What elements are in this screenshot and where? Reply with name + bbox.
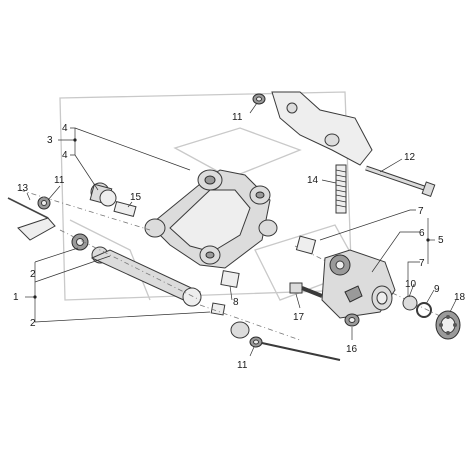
callout-17: 17	[293, 312, 305, 323]
callout-8: 8	[233, 297, 239, 308]
bearing-18	[435, 310, 461, 340]
callout-4-upper: 4	[62, 123, 68, 134]
bracket-dots	[33, 138, 430, 299]
pin-15	[113, 200, 137, 218]
callout-2-lower: 2	[30, 318, 36, 329]
shock-mount-6	[321, 249, 396, 319]
bushing-7	[295, 235, 418, 311]
callout-1: 1	[13, 292, 19, 303]
callout-14: 14	[307, 175, 319, 186]
callout-10: 10	[405, 279, 417, 290]
callout-4-lower: 4	[62, 150, 68, 161]
bushing-4	[89, 182, 117, 207]
nut-11-left	[37, 196, 51, 210]
callout-2-upper: 2	[30, 269, 36, 280]
callout-15: 15	[130, 192, 142, 203]
callout-9: 9	[434, 284, 440, 295]
leader-lines	[25, 102, 457, 357]
bushing-8-area	[210, 270, 250, 339]
ring-9	[416, 302, 432, 318]
nut-16	[344, 313, 360, 327]
nut-11-top	[252, 93, 266, 105]
spring-14	[335, 164, 347, 214]
callout-7-upper: 7	[418, 206, 424, 217]
callout-16: 16	[346, 344, 358, 355]
callout-11-left: 11	[54, 175, 65, 186]
callout-13: 13	[17, 183, 29, 194]
callout-11-top: 11	[232, 112, 243, 123]
lower-rod	[261, 342, 341, 361]
bolt-17	[289, 282, 323, 298]
callout-6: 6	[419, 228, 425, 239]
long-bolt-12	[365, 165, 436, 197]
callout-12: 12	[404, 152, 416, 163]
bracket-13	[7, 197, 56, 241]
main-shaft-1	[90, 249, 202, 307]
frame-bracket	[271, 91, 373, 166]
callout-labels: 11 12 4 3 4 13 11 15 14 7 6 5 7 2 1 2 8 …	[13, 112, 466, 371]
callout-7-lower: 7	[419, 258, 425, 269]
swing-arm-link	[144, 169, 278, 269]
nut-11-bottom	[249, 336, 263, 348]
callout-3: 3	[47, 135, 53, 146]
callout-5: 5	[438, 235, 444, 246]
callout-18: 18	[454, 292, 466, 303]
callout-11-bottom: 11	[237, 360, 248, 371]
